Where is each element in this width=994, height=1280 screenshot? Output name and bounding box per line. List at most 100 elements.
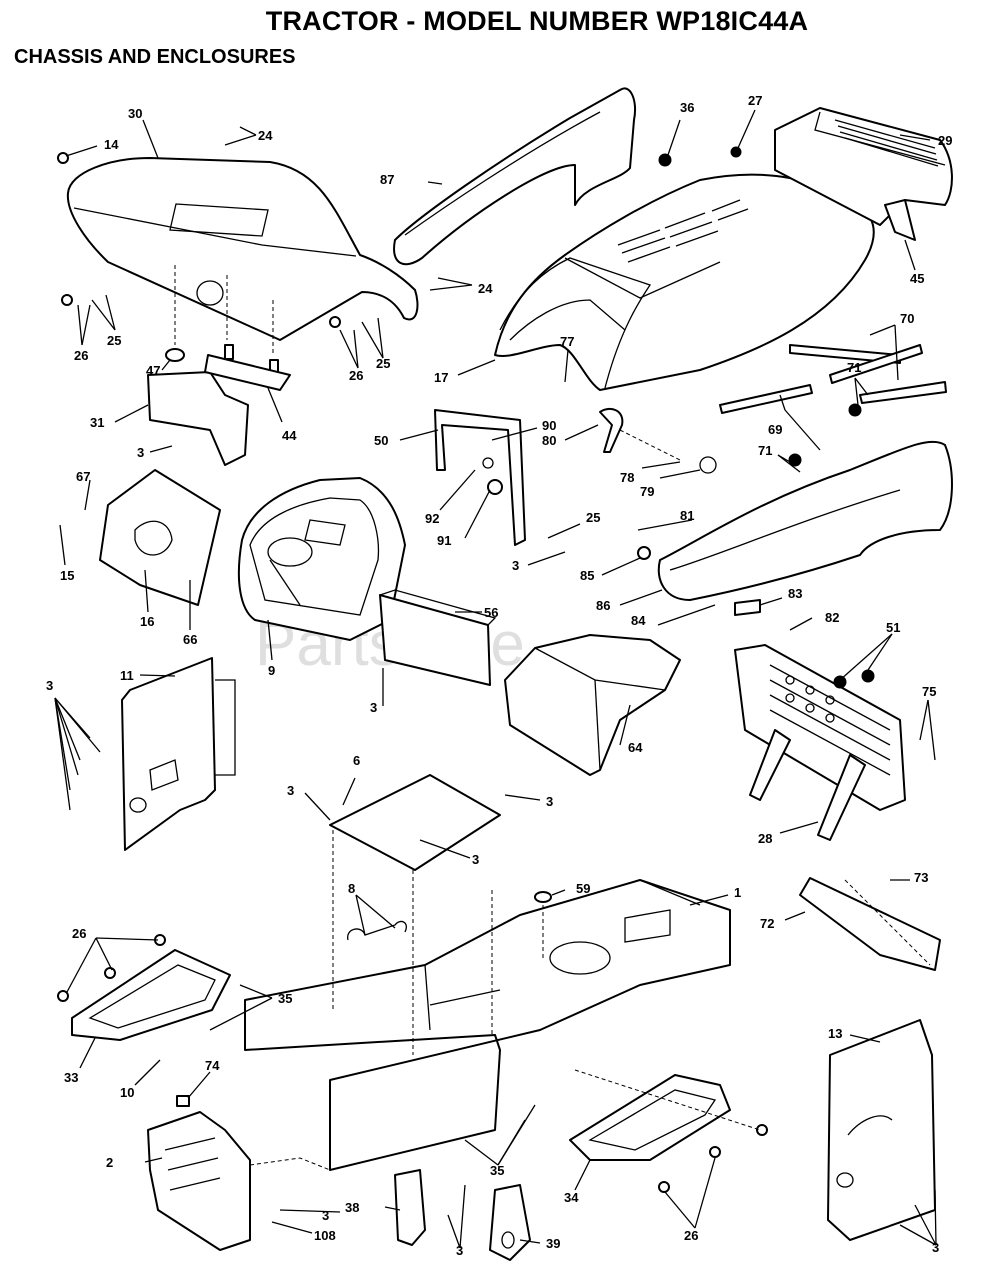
callout-84: 84 <box>631 613 646 628</box>
part-80-bracket <box>599 407 624 453</box>
callout-13: 13 <box>828 1026 842 1041</box>
diagram-title: TRACTOR - MODEL NUMBER WP18IC44A <box>265 6 809 36</box>
callout-44: 44 <box>282 428 297 443</box>
part-56-panel <box>379 589 497 686</box>
callout-26: 26 <box>74 348 88 363</box>
callout-108: 108 <box>314 1228 336 1243</box>
callout-81: 81 <box>680 508 694 523</box>
callout-66: 66 <box>183 632 197 647</box>
callout-35: 35 <box>278 991 292 1006</box>
callout-33: 33 <box>64 1070 78 1085</box>
callout-72: 72 <box>760 916 774 931</box>
callout-25: 25 <box>107 333 121 348</box>
callout-25: 25 <box>376 356 390 371</box>
callout-51: 51 <box>886 620 900 635</box>
callout-14: 14 <box>104 137 119 152</box>
callout-3: 3 <box>546 794 553 809</box>
callout-29: 29 <box>938 133 952 148</box>
section-title: CHASSIS AND ENCLOSURES <box>14 46 296 68</box>
callout-91: 91 <box>437 533 451 548</box>
callout-56: 56 <box>484 605 498 620</box>
callout-47: 47 <box>146 363 160 378</box>
callout-1: 1 <box>734 885 741 900</box>
callout-3: 3 <box>322 1208 329 1223</box>
callout-85: 85 <box>580 568 594 583</box>
callout-80: 80 <box>542 433 556 448</box>
callout-78: 78 <box>620 470 634 485</box>
callout-73: 73 <box>914 870 928 885</box>
callout-45: 45 <box>910 271 924 286</box>
part-33-footrest-left <box>71 949 231 1041</box>
part-2-front-plate <box>147 1111 251 1251</box>
part-86-bumper-panel <box>657 440 953 601</box>
callout-8: 8 <box>348 881 355 896</box>
callout-30: 30 <box>128 106 142 121</box>
callout-26: 26 <box>349 368 363 383</box>
part-64-support <box>504 634 681 776</box>
callout-77: 77 <box>560 334 574 349</box>
callout-3: 3 <box>46 678 53 693</box>
callout-59: 59 <box>576 881 590 896</box>
part-28-front-grille <box>734 644 906 841</box>
callout-25: 25 <box>586 510 600 525</box>
callout-6: 6 <box>353 753 360 768</box>
callout-90: 90 <box>542 418 556 433</box>
callout-35: 35 <box>490 1163 504 1178</box>
callout-24: 24 <box>258 128 273 143</box>
callout-3: 3 <box>472 852 479 867</box>
callout-27: 27 <box>748 93 762 108</box>
callout-64: 64 <box>628 740 643 755</box>
callout-50: 50 <box>374 433 388 448</box>
callout-leaders <box>54 109 937 1249</box>
part-38-bracket <box>394 1169 426 1246</box>
callout-39: 39 <box>546 1236 560 1251</box>
callout-3: 3 <box>456 1243 463 1258</box>
callout-3: 3 <box>370 700 377 715</box>
part-9-dash-console <box>237 477 406 641</box>
part-50-bracket <box>434 409 526 546</box>
alignment-lines <box>174 265 931 1171</box>
callout-3: 3 <box>287 783 294 798</box>
hardware-parts <box>57 146 875 1193</box>
callout-87: 87 <box>380 172 394 187</box>
part-69-70-rods <box>719 344 947 414</box>
callout-34: 34 <box>564 1190 579 1205</box>
callout-86: 86 <box>596 598 610 613</box>
callout-15: 15 <box>60 568 74 583</box>
callout-82: 82 <box>825 610 839 625</box>
callout-10: 10 <box>120 1085 134 1100</box>
part-39-bracket <box>489 1184 531 1261</box>
callout-69: 69 <box>768 422 782 437</box>
callout-36: 36 <box>680 100 694 115</box>
part-1-main-frame <box>244 879 731 1171</box>
callout-3: 3 <box>512 558 519 573</box>
callout-74: 74 <box>205 1058 220 1073</box>
part-34-footrest-right <box>569 1074 731 1161</box>
callout-16: 16 <box>140 614 154 629</box>
part-17-hood <box>494 173 875 391</box>
callout-2: 2 <box>106 1155 113 1170</box>
callout-3: 3 <box>137 445 144 460</box>
callout-71: 71 <box>758 443 772 458</box>
part-72-bracket <box>799 877 941 971</box>
callout-71: 71 <box>847 360 861 375</box>
callout-3: 3 <box>932 1240 939 1255</box>
callout-labels: 14 24 30 26 25 26 25 24 47 31 3 44 87 36… <box>46 93 952 1258</box>
callout-26: 26 <box>72 926 86 941</box>
callout-67: 67 <box>76 469 90 484</box>
callout-11: 11 <box>120 668 134 683</box>
callout-28: 28 <box>758 831 772 846</box>
part-59-spacer <box>534 891 552 903</box>
part-6-floor-plate <box>329 774 501 871</box>
part-13-side-plate <box>827 1019 936 1241</box>
callout-24: 24 <box>478 281 493 296</box>
part-29-grille <box>774 107 953 241</box>
callout-83: 83 <box>788 586 802 601</box>
callout-92: 92 <box>425 511 439 526</box>
part-66-panel <box>99 469 221 606</box>
callout-31: 31 <box>90 415 104 430</box>
part-87-side-panel <box>393 87 636 266</box>
callout-26: 26 <box>684 1228 698 1243</box>
callout-38: 38 <box>345 1200 359 1215</box>
callout-70: 70 <box>900 311 914 326</box>
